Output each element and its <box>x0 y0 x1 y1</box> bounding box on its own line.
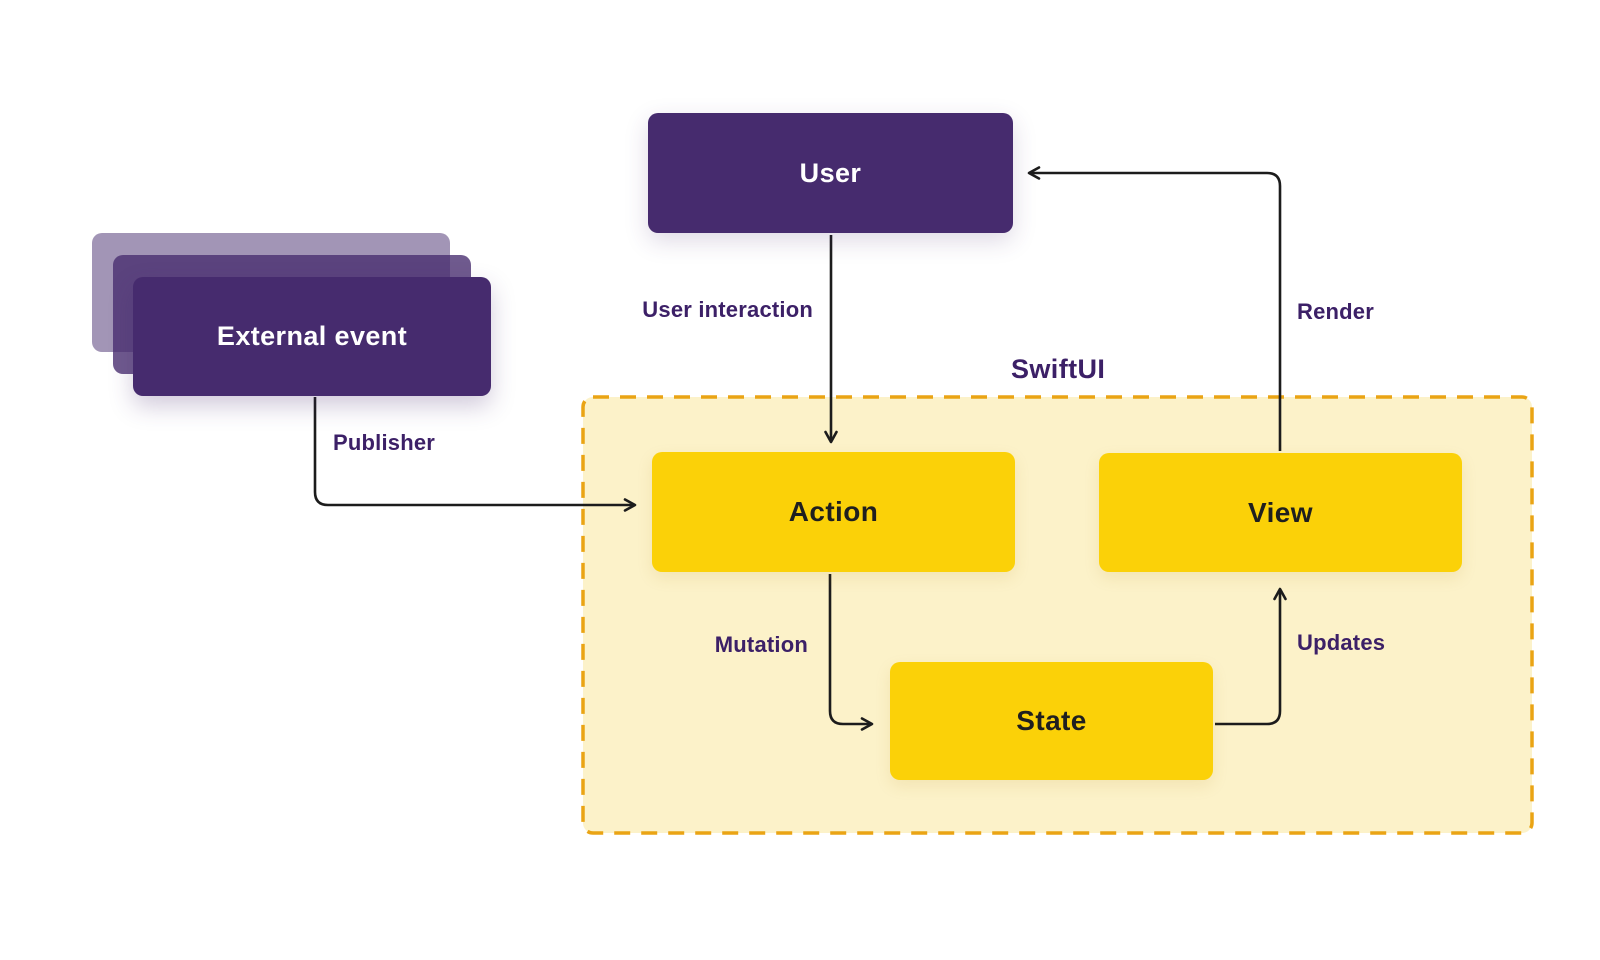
node-action: Action <box>652 452 1015 572</box>
node-state: State <box>890 662 1213 780</box>
arrow-action-to-state <box>828 574 874 731</box>
node-state-label: State <box>1016 705 1087 736</box>
node-user-label: User <box>799 157 862 188</box>
node-external-event: External event <box>92 233 492 397</box>
swiftui-container-label: SwiftUI <box>1011 354 1106 384</box>
arrow-state-to-view <box>1215 587 1287 726</box>
edge-label-render: Render <box>1297 299 1374 324</box>
edge-label-user-interaction: User interaction <box>642 297 813 322</box>
arrow-external-event-to-action <box>313 397 637 512</box>
edge-label-publisher: Publisher <box>333 430 436 455</box>
edge-label-updates: Updates <box>1297 630 1386 655</box>
external-event-card-front: External event <box>133 277 491 396</box>
node-action-label: Action <box>788 496 879 527</box>
node-view-label: View <box>1248 496 1313 528</box>
node-view: View <box>1099 453 1462 572</box>
node-external-event-label: External event <box>216 321 408 351</box>
arrow-view-to-user <box>1027 166 1282 451</box>
edge-label-mutation: Mutation <box>714 632 808 657</box>
node-user: User <box>648 113 1013 233</box>
